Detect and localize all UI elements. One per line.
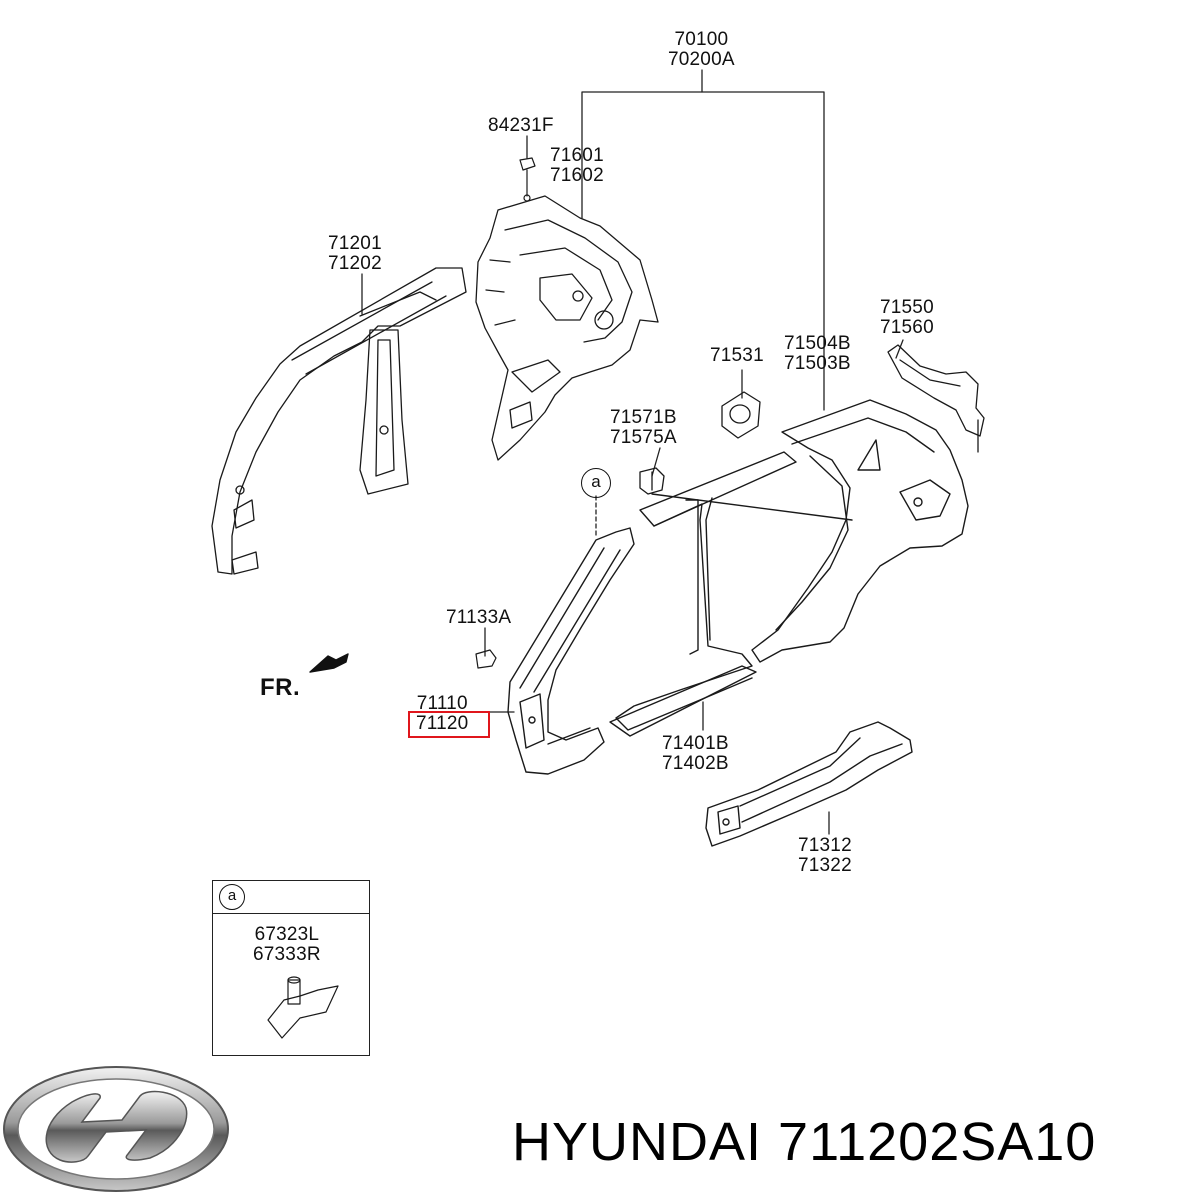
label-nut: 84231F — [488, 116, 554, 136]
label-assembly: 70100 70200A — [668, 30, 735, 70]
part-number: 84231F — [488, 115, 554, 136]
brand-name: HYUNDAI — [512, 1112, 763, 1172]
part-number: 71312 — [798, 835, 852, 856]
part-number: 70200A — [668, 49, 735, 70]
inset-callout-a: a — [219, 884, 245, 910]
inset-header: a — [213, 881, 369, 914]
highlight-box — [408, 711, 490, 738]
part-number: 71575A — [610, 427, 677, 448]
bracket-71133A — [475, 649, 497, 669]
label-a-pillar: 71110 71120 — [416, 694, 468, 734]
part-number: 71133A — [446, 607, 512, 628]
part-number: 71401B — [662, 733, 729, 754]
label-tail-ext: 71550 71560 — [880, 298, 934, 338]
a-pillar-71110 — [507, 527, 635, 775]
part-number: 71550 — [880, 297, 934, 318]
label-side-sill-inner: 71312 71322 — [798, 836, 852, 876]
part-number-highlighted: 71120 — [416, 713, 469, 734]
label-bracket: 71571B 71575A — [610, 408, 677, 448]
part-number: 67323L — [254, 924, 320, 945]
label-rear-inner: 71601 71602 — [550, 146, 604, 186]
bracket-71571B — [639, 467, 665, 495]
front-direction-arrow — [309, 653, 349, 673]
label-side-sill-outer: 71401B 71402B — [662, 734, 729, 774]
part-number: 71201 — [328, 233, 382, 254]
label-fuel-door: 71531 — [710, 346, 764, 366]
part-number: 71531 — [710, 345, 764, 366]
label-roof-rail: 71201 71202 — [328, 234, 382, 274]
part-number: 71602 — [550, 165, 604, 186]
leader-lines — [361, 69, 904, 835]
inset-part-numbers: 67323L 67333R — [253, 925, 321, 965]
fuel-door-housing-71531 — [721, 391, 761, 439]
part-number: 71503B — [784, 353, 851, 374]
hyundai-logo — [3, 1066, 229, 1192]
part-number: 71402B — [662, 753, 729, 774]
roof-rail-71201 — [211, 267, 467, 575]
detail-inset: a 67323L 67333R — [212, 880, 370, 1056]
inner-side-sill-71312 — [705, 721, 913, 847]
part-number: 71571B — [610, 407, 677, 428]
part-number: 71110 — [416, 693, 468, 714]
rear-inner-panel-71601 — [475, 195, 659, 461]
part-number-main: 711202SA10 — [778, 1112, 1097, 1172]
part-number: 70100 — [674, 29, 729, 50]
part-number: 71601 — [550, 145, 604, 166]
tail-extension-71550 — [887, 344, 985, 453]
nut-84231F — [519, 157, 536, 202]
part-number: 71560 — [880, 317, 934, 338]
part-number: 71322 — [798, 855, 852, 876]
part-number: 71202 — [328, 253, 382, 274]
callout-a: a — [581, 468, 611, 498]
front-direction-label: FR. — [260, 674, 301, 701]
part-number: 71504B — [784, 333, 851, 354]
quarter-panel-71504B — [609, 399, 969, 737]
brand-part-number: HYUNDAI 711202SA10 — [512, 1110, 1096, 1174]
clip-part-drawing — [267, 976, 339, 1039]
label-a-pillar-bracket: 71133A — [446, 608, 511, 628]
part-number: 67333R — [253, 944, 321, 965]
label-quarter: 71504B 71503B — [784, 334, 851, 374]
